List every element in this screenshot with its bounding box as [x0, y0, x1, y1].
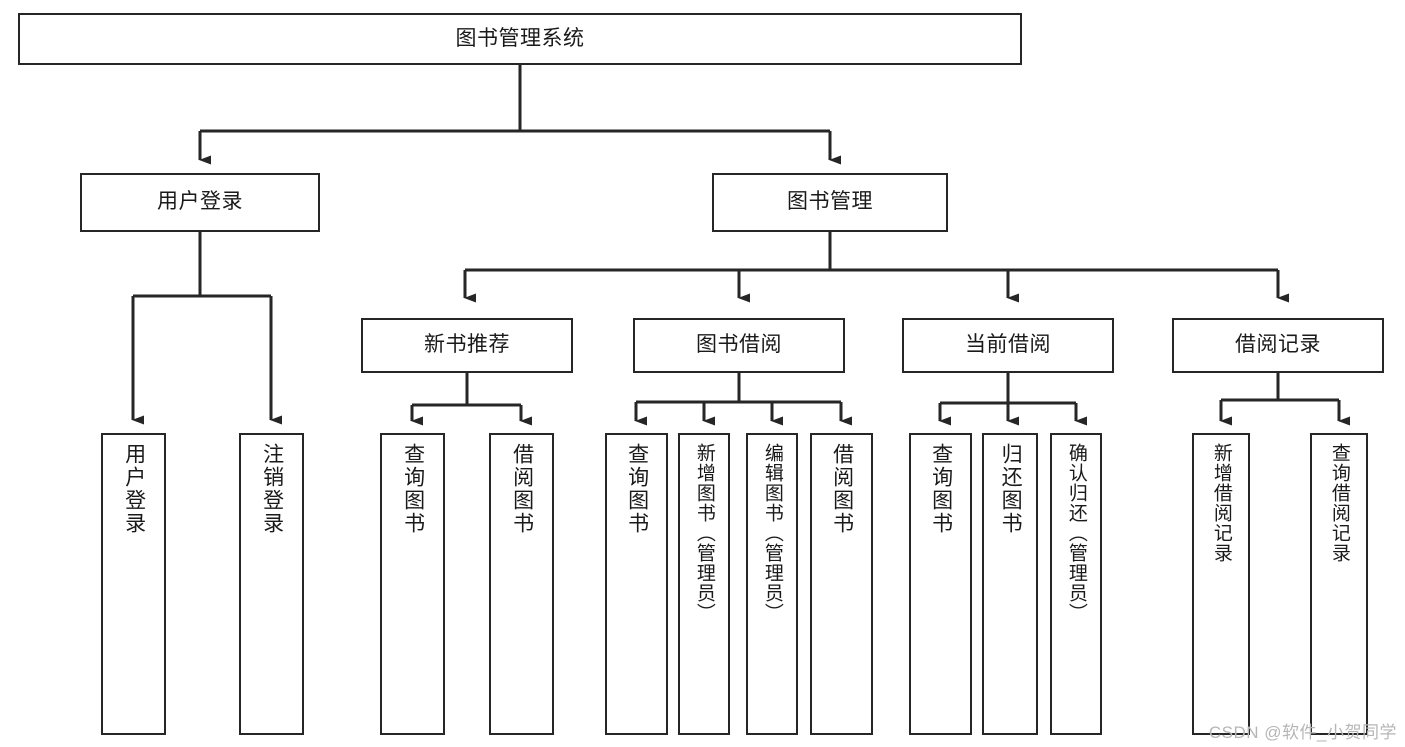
node-leaf-add-book[interactable]: 新增图书（管理员） [678, 433, 730, 735]
node-leaf-logout[interactable]: 注销登录 [239, 433, 304, 735]
node-user-login-label: 用户登录 [157, 190, 243, 214]
node-new-book-rec-label: 新书推荐 [424, 333, 510, 357]
node-leaf-logout-label: 注销登录 [260, 443, 284, 535]
node-leaf-query-book-3-label: 查询图书 [929, 443, 953, 535]
node-book-manage-label: 图书管理 [787, 190, 873, 214]
node-leaf-query-book-1-label: 查询图书 [401, 443, 425, 535]
node-leaf-edit-book-label: 编辑图书（管理员） [761, 443, 783, 623]
node-root[interactable]: 图书管理系统 [18, 13, 1022, 65]
node-leaf-borrow-book-1-label: 借阅图书 [510, 443, 534, 535]
node-leaf-borrow-book-2-label: 借阅图书 [830, 443, 854, 535]
csdn-watermark: CSDN @软件_小贺同学 [1208, 723, 1397, 742]
node-leaf-return-book-label: 归还图书 [999, 443, 1023, 535]
node-leaf-add-record[interactable]: 新增借阅记录 [1192, 433, 1250, 735]
node-leaf-query-record-label: 查询借阅记录 [1328, 443, 1350, 563]
node-leaf-add-record-label: 新增借阅记录 [1210, 443, 1232, 563]
node-borrow-record-label: 借阅记录 [1235, 333, 1321, 357]
node-root-label: 图书管理系统 [455, 26, 585, 50]
node-borrow-record[interactable]: 借阅记录 [1172, 318, 1384, 373]
node-user-login[interactable]: 用户登录 [80, 173, 320, 232]
node-leaf-borrow-book-2[interactable]: 借阅图书 [810, 433, 873, 735]
node-leaf-confirm-return[interactable]: 确认归还（管理员） [1050, 433, 1102, 735]
node-leaf-query-book-1[interactable]: 查询图书 [380, 433, 445, 735]
node-leaf-query-book-2-label: 查询图书 [625, 443, 649, 535]
node-leaf-query-book-2[interactable]: 查询图书 [605, 433, 668, 735]
node-book-borrow[interactable]: 图书借阅 [633, 318, 845, 373]
node-leaf-user-login-label: 用户登录 [122, 443, 146, 535]
node-book-manage[interactable]: 图书管理 [712, 173, 948, 232]
node-leaf-query-record[interactable]: 查询借阅记录 [1310, 433, 1368, 735]
node-leaf-return-book[interactable]: 归还图书 [982, 433, 1038, 735]
node-current-borrow-label: 当前借阅 [965, 333, 1051, 357]
node-leaf-confirm-return-label: 确认归还（管理员） [1065, 443, 1087, 623]
node-book-borrow-label: 图书借阅 [696, 333, 782, 357]
node-leaf-add-book-label: 新增图书（管理员） [693, 443, 715, 623]
node-leaf-query-book-3[interactable]: 查询图书 [909, 433, 972, 735]
node-current-borrow[interactable]: 当前借阅 [902, 318, 1114, 373]
node-leaf-borrow-book-1[interactable]: 借阅图书 [489, 433, 554, 735]
node-leaf-edit-book[interactable]: 编辑图书（管理员） [746, 433, 798, 735]
node-leaf-user-login[interactable]: 用户登录 [101, 433, 166, 735]
node-new-book-rec[interactable]: 新书推荐 [361, 318, 573, 373]
